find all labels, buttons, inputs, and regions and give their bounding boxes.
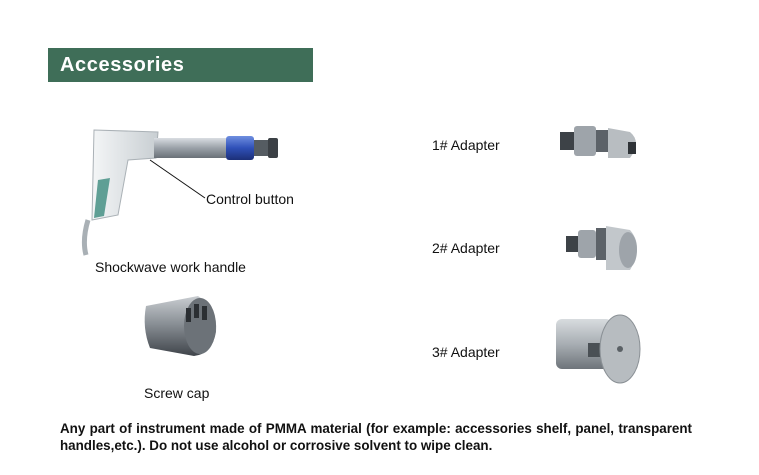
control-button-label: Control button bbox=[206, 191, 294, 207]
pmma-care-note: Any part of instrument made of PMMA mate… bbox=[60, 421, 692, 453]
adapter-3-label: 3# Adapter bbox=[432, 344, 500, 360]
adapter-1-label: 1# Adapter bbox=[432, 137, 500, 153]
adapter-1-image bbox=[560, 126, 636, 158]
shockwave-handle-image bbox=[81, 129, 278, 256]
adapter-2-label: 2# Adapter bbox=[432, 240, 500, 256]
screw-cap-label: Screw cap bbox=[144, 385, 210, 401]
handle-label: Shockwave work handle bbox=[95, 259, 246, 275]
section-title: Accessories bbox=[48, 48, 313, 82]
adapter-2-image bbox=[566, 226, 637, 270]
screw-cap-image bbox=[144, 296, 217, 356]
adapter-3-image bbox=[556, 314, 641, 384]
